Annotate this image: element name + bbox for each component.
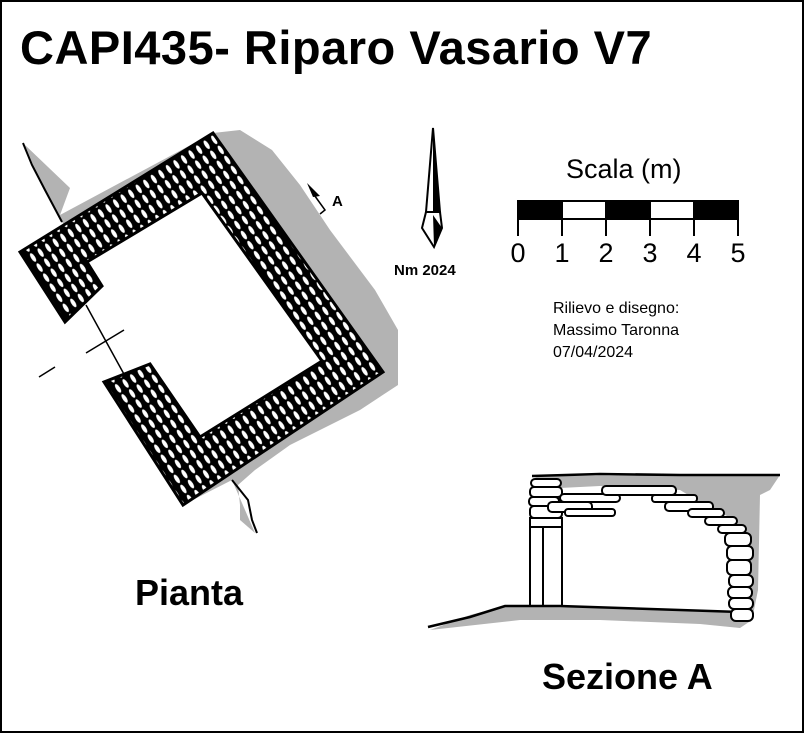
north-arrow-icon xyxy=(420,127,444,250)
section-drawing xyxy=(427,472,780,630)
section-arrow-icon xyxy=(307,183,320,197)
scale-tick-label: 2 xyxy=(598,238,614,268)
credits-author: Massimo Taronna xyxy=(553,322,679,339)
scale-tick-label: 4 xyxy=(686,238,702,268)
plan-walls xyxy=(17,130,386,508)
entrance-dash xyxy=(38,366,56,378)
section-label: Sezione A xyxy=(542,656,713,697)
scale-tick-label: 3 xyxy=(642,238,658,268)
credits: Rilievo e disegno: Massimo Taronna 07/04… xyxy=(553,298,679,364)
section-marker-label: A xyxy=(332,193,343,210)
scale-tick-label: 5 xyxy=(730,238,746,268)
page-title: CAPI435- Riparo Vasario V7 xyxy=(20,21,653,74)
north-arrow-label: Nm 2024 xyxy=(394,262,456,279)
plan-label: Pianta xyxy=(135,572,244,613)
plan-rock-outline-left xyxy=(22,142,63,223)
scale-tick-label: 1 xyxy=(554,238,570,268)
credits-heading: Rilievo e disegno: xyxy=(553,300,680,317)
scale-tick-label: 0 xyxy=(510,238,526,268)
credits-date: 07/04/2024 xyxy=(553,344,634,361)
plan-rock-outline-bottom xyxy=(231,479,258,534)
entrance-cross xyxy=(85,329,125,354)
scale-title: Scala (m) xyxy=(566,154,682,184)
section-line xyxy=(311,191,327,215)
scale-bar xyxy=(517,200,739,236)
